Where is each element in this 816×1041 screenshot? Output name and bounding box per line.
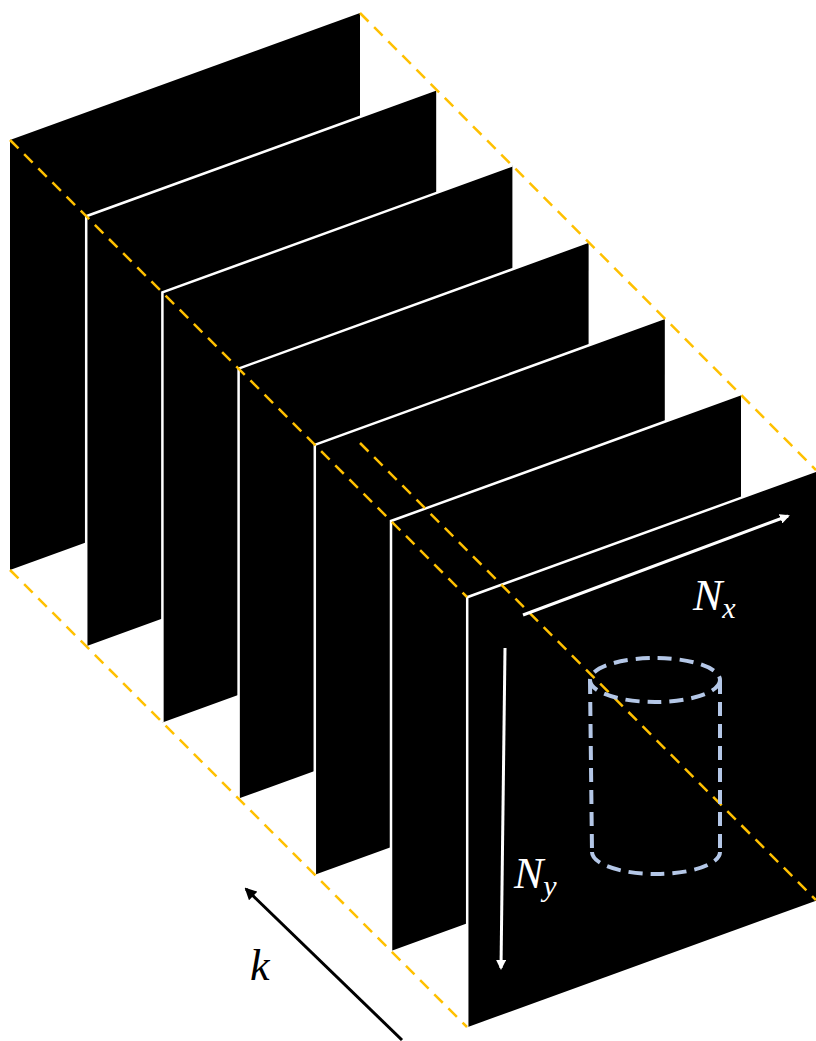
- slice-panel: [467, 470, 816, 1027]
- axis-label: Nx: [693, 574, 736, 623]
- axis-label: k: [250, 944, 270, 988]
- axis-label: Ny: [514, 852, 557, 901]
- nx-arrow: [523, 516, 788, 615]
- bounding-guides: [10, 13, 816, 1027]
- ny-arrow: [501, 648, 505, 968]
- k-arrow: [246, 889, 402, 1040]
- cylinder-outline: [590, 658, 720, 874]
- slice-panels: [10, 13, 816, 1027]
- panel-edge: [467, 470, 816, 1027]
